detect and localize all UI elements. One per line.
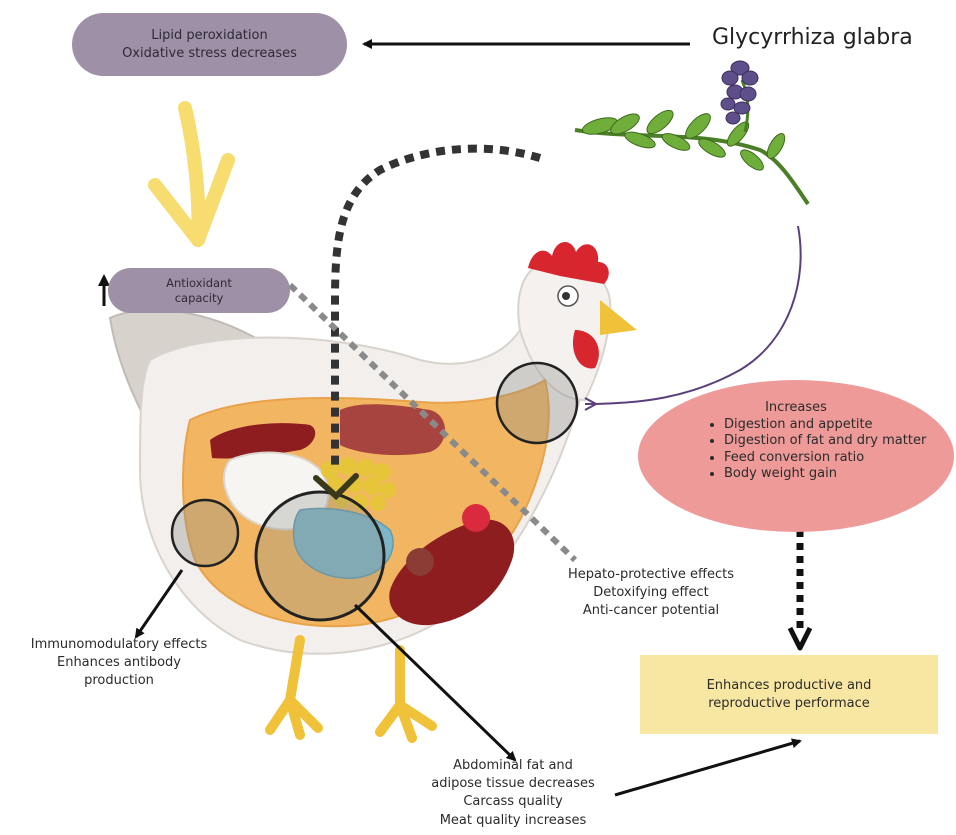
hepato-line-2: Detoxifying effect [540, 584, 762, 602]
circle-abdomen [256, 492, 384, 620]
abdominal-text: Abdominal fat and adipose tissue decreas… [402, 757, 624, 830]
glycyrrhiza-plant [575, 61, 808, 204]
productive-box: Enhances productive and reproductive per… [640, 655, 938, 734]
increases-heading: Increases [638, 400, 954, 416]
immuno-line-1: Immunomodulatory effects [4, 636, 234, 654]
immuno-line-2: Enhances antibody [4, 654, 234, 672]
lipid-box: Lipid peroxidation Oxidative stress decr… [72, 13, 347, 76]
antioxidant-box: Antioxidant capacity [108, 268, 290, 313]
productive-line-2: reproductive performace [640, 695, 938, 713]
list-item: Digestion and appetite [724, 417, 929, 433]
abdominal-line-4: Meat quality increases [402, 812, 624, 830]
hen-beak [600, 300, 637, 335]
plant-title: Glycyrrhiza glabra [712, 24, 913, 52]
abdominal-line-2: adipose tissue decreases [402, 775, 624, 793]
immuno-text: Immunomodulatory effects Enhances antibo… [4, 636, 234, 691]
organ-brown-small [406, 548, 434, 576]
circle-caeca [172, 500, 238, 566]
organ-lungs [340, 404, 445, 455]
hen-leg-right [380, 650, 432, 738]
circle-crop [497, 363, 577, 443]
plant-flower [721, 61, 758, 124]
arrow-caeca-to-immuno [136, 570, 182, 637]
productive-line-1: Enhances productive and [640, 677, 938, 695]
antioxidant-line-2: capacity [108, 291, 290, 306]
list-item: Digestion of fat and dry matter [724, 433, 929, 449]
hepato-text: Hepato-protective effects Detoxifying ef… [540, 566, 762, 621]
organ-red-small [462, 504, 490, 532]
hepato-line-1: Hepato-protective effects [540, 566, 762, 584]
antioxidant-line-1: Antioxidant [108, 276, 290, 291]
lipid-line-1: Lipid peroxidation [72, 27, 347, 45]
abdominal-line-3: Carcass quality [402, 793, 624, 811]
increases-box: Increases Digestion and appetite Digesti… [638, 380, 954, 532]
immuno-line-3: production [4, 672, 234, 690]
list-item: Feed conversion ratio [724, 450, 929, 466]
arrow-increases-to-productive [790, 530, 810, 648]
hepato-line-3: Anti-cancer potential [540, 602, 762, 620]
list-item: Body weight gain [724, 466, 929, 482]
arrow-fat-to-productive [615, 741, 800, 795]
abdominal-line-1: Abdominal fat and [402, 757, 624, 775]
lipid-line-2: Oxidative stress decreases [72, 45, 347, 63]
arrow-lipid-to-antioxidant [155, 108, 228, 240]
increases-list: Digestion and appetite Digestion of fat … [706, 417, 929, 482]
